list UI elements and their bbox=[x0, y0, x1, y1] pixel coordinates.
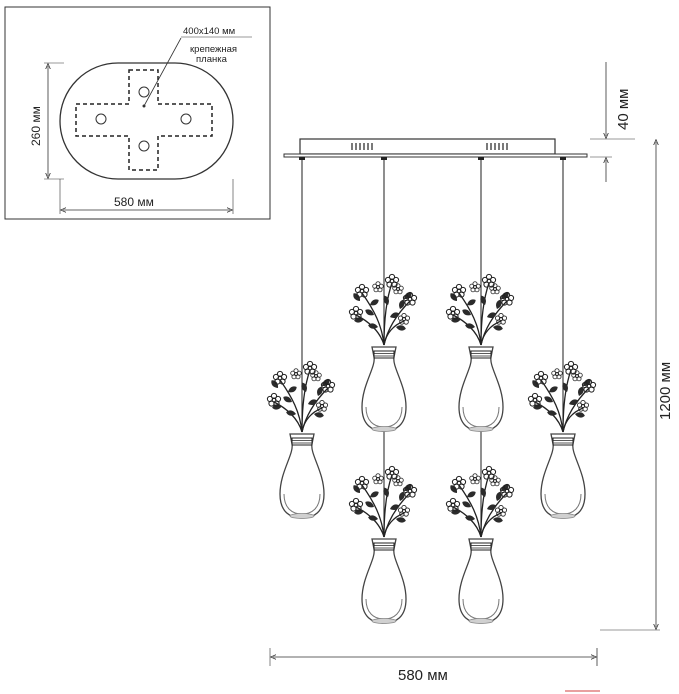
screw-hole bbox=[180, 113, 192, 125]
total-width-label: 580 мм bbox=[398, 667, 448, 684]
screw-hole bbox=[138, 86, 150, 98]
cable-caps bbox=[299, 157, 566, 160]
pendant-vase bbox=[446, 274, 513, 431]
canopy-height-label: 40 мм bbox=[615, 89, 632, 130]
ceiling-canopy-bar bbox=[299, 138, 556, 155]
vent-slots-right bbox=[486, 143, 508, 150]
inset-width-label: 580 мм bbox=[114, 195, 154, 209]
ceiling-base-plate bbox=[283, 153, 588, 158]
pendant-vase bbox=[446, 466, 513, 623]
vent-slots-left bbox=[351, 143, 373, 150]
canopy-outline bbox=[59, 62, 234, 180]
leader-line bbox=[143, 37, 182, 107]
mounting-plate-dashed bbox=[75, 69, 213, 171]
mounting-plate-inset: 400x140 мм крепежная планка 260 мм 580 м… bbox=[4, 6, 271, 220]
inset-height-label: 260 мм bbox=[29, 106, 43, 146]
pendant-vase bbox=[528, 361, 595, 518]
pendant-vase bbox=[349, 466, 416, 623]
pendant-vase bbox=[267, 361, 334, 518]
total-height-label: 1200 мм bbox=[657, 362, 674, 420]
suspension-cables bbox=[301, 157, 564, 530]
chandelier-front-view: 40 мм 1200 мм 580 мм bbox=[267, 62, 674, 692]
plate-label-line1: крепежная bbox=[190, 44, 237, 55]
screw-hole bbox=[95, 113, 107, 125]
screw-hole bbox=[138, 140, 150, 152]
pendant-vase bbox=[349, 274, 416, 431]
plate-label-line2: планка bbox=[196, 54, 228, 65]
plate-dimension: 400x140 мм bbox=[183, 26, 235, 37]
